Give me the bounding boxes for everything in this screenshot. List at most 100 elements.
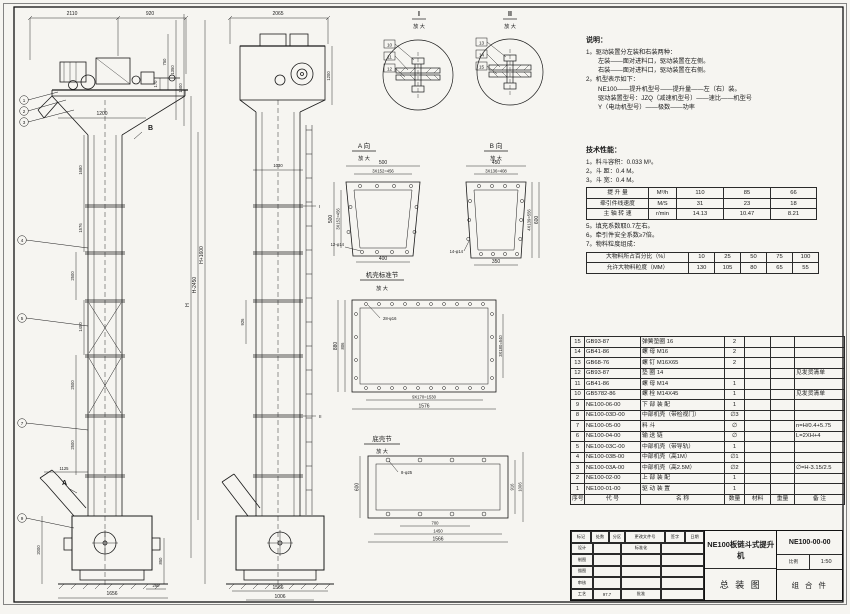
svg-text:II: II [508,11,512,18]
title-block: 标记 处数 分区 更改文件号 签字 日期 设计 标准化 制图 描图 审核 [570,530,843,601]
casing-section-labels: 机壳标准节 放 大 28-φ16 806 880 3X180=540 9X170… [333,270,503,410]
title-block-title: NE100板链斗式提升机 总 装 图 [704,531,777,600]
svg-text:放 大: 放 大 [358,154,370,162]
svg-text:700: 700 [432,521,440,526]
svg-text:916: 916 [510,483,515,491]
svg-text:B: B [148,125,153,132]
side-elevation-dimlines [228,16,332,600]
svg-text:15: 15 [479,65,485,70]
svg-text:14: 14 [479,53,485,58]
svg-text:1576: 1576 [418,404,429,410]
svg-text:H+1600: H+1600 [199,246,205,264]
svg-text:1500: 1500 [178,83,183,93]
svg-text:1680: 1680 [78,165,83,175]
svg-text:500: 500 [379,160,388,166]
tech-line: 5。填充系数取0.7左右。 [586,222,842,231]
svg-text:28-φ16: 28-φ16 [383,316,397,321]
parts-list-header: 序号 代 号 名 称 数量 材料 重量 备 注 [571,494,845,505]
tech-line: 1。料斗容积：0.033 M³。 [586,158,842,167]
detail-2 [476,19,543,105]
tech-title: 技术性能： [586,146,842,157]
svg-text:400: 400 [379,256,388,262]
svg-text:放 大: 放 大 [504,22,516,30]
tech-line: 2。斗 距：0.4 M。 [586,167,842,176]
tech-block: 技术性能： 1。料斗容积：0.033 M³。 2。斗 距：0.4 M。 3。斗 … [586,146,842,274]
svg-text:1450: 1450 [78,322,83,332]
svg-text:170: 170 [153,80,158,88]
svg-text:500: 500 [328,215,334,224]
notes-block: 说明： 1。驱动装置分左装和右装两种： 左装——面对进料口，驱动装置在左侧。 右… [586,36,842,113]
svg-text:2500: 2500 [70,380,75,390]
scale-value: 1:50 [810,555,842,569]
tech-line: 3。斗 宽：0.4 M。 [586,176,842,185]
svg-text:机壳标准节: 机壳标准节 [366,270,399,279]
svg-text:放 大: 放 大 [376,447,388,455]
svg-text:880: 880 [333,342,339,351]
svg-text:A: A [62,480,67,487]
svg-text:1200: 1200 [96,111,107,117]
svg-text:3X136=408: 3X136=408 [485,169,507,174]
tech-line: 6。牵引件安全系数≥7倍。 [586,231,842,240]
front-elevation-lines [38,58,188,589]
svg-text:1006: 1006 [274,594,285,600]
svg-text:II: II [319,414,322,419]
view-a-labels: A 向 放 大 500 3X152=456 500 3X152=456 400 … [328,141,394,262]
svg-text:450: 450 [492,160,501,166]
svg-text:3X180=540: 3X180=540 [498,335,503,357]
side-elevation-dims: 2065 1200 1030 926 1566 1006 I II [240,11,331,600]
svg-text:1: 1 [23,98,26,103]
rev-label: 标记 [571,531,591,543]
casing-section-lines [338,280,503,409]
svg-text:A 向: A 向 [358,141,370,150]
note-line: NE100——提升机型号——提升量——左（右）装。 [586,85,842,94]
svg-text:600: 600 [355,483,361,492]
svg-text:920: 920 [146,11,155,17]
svg-text:3: 3 [23,120,26,125]
front-elevation-dimlines [18,14,205,598]
svg-text:9X170=1530: 9X170=1530 [412,395,437,400]
svg-text:1656: 1656 [106,591,117,597]
svg-text:4X139=556: 4X139=556 [527,209,532,231]
title-block-number: NE100-00-00 比例 1:50 组 合 件 [777,531,842,600]
svg-text:2500: 2500 [70,271,75,281]
view-b-labels: B 向 放 大 450 3X136=408 4X139=556 600 350 … [450,141,540,265]
svg-text:3X152=456: 3X152=456 [372,169,394,174]
svg-text:I: I [319,204,320,209]
note-line: 1。驱动装置分左装和右装两种： [586,48,842,57]
svg-text:1566: 1566 [272,585,283,591]
scale-label: 比例 [777,555,810,569]
svg-text:7: 7 [21,421,24,426]
svg-text:1125: 1125 [59,466,69,471]
svg-text:850: 850 [158,557,163,565]
svg-text:1450: 1450 [433,529,443,534]
svg-text:12: 12 [387,67,393,72]
part-type: 组 合 件 [777,570,842,600]
note-line: 右装——面对进料口，驱动装置在右侧。 [586,66,842,75]
svg-text:2: 2 [23,109,26,114]
svg-text:1576: 1576 [78,223,83,233]
note-line: 驱动装置型号：JZQ（减速机型号）——速比——机型号 [586,94,842,103]
svg-text:放 大: 放 大 [376,284,388,292]
boot-section-lines [360,444,523,542]
svg-text:2065: 2065 [272,11,283,17]
svg-text:2500: 2500 [70,440,75,450]
svg-text:1200: 1200 [326,71,331,81]
svg-text:1006: 1006 [518,482,523,492]
drawing-number: NE100-00-00 [777,531,842,555]
svg-text:600: 600 [534,216,540,225]
